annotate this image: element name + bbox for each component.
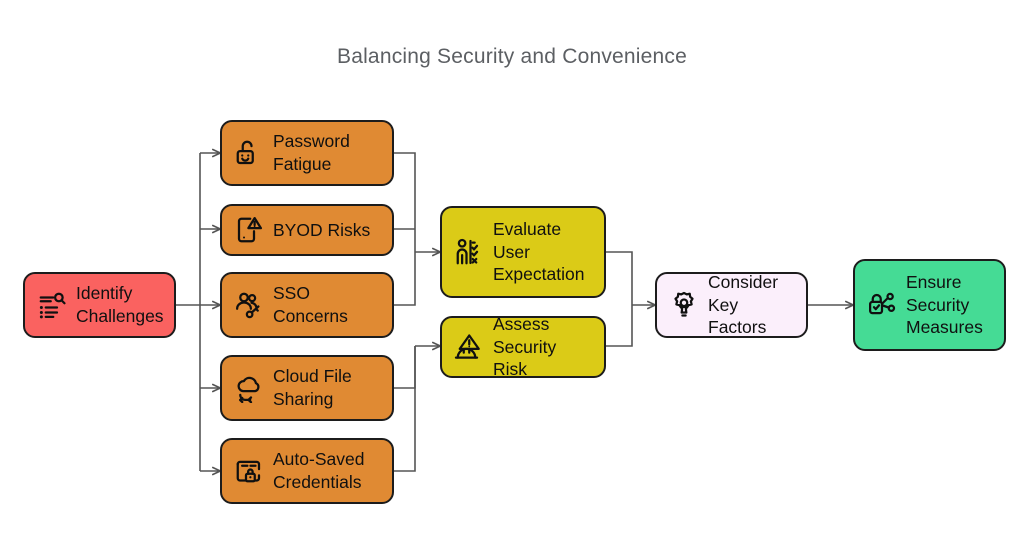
- edge-auto-saved-credentials-merge: [394, 346, 416, 472]
- cloud-sync-icon: [234, 373, 264, 403]
- node-label: Consider Key Factors: [708, 271, 779, 338]
- node-label: Auto-Saved Credentials: [273, 449, 365, 492]
- node-label: Identify Challenges: [76, 283, 164, 326]
- node-label: BYOD Risks: [273, 219, 371, 240]
- edge-cloud-file-sharing-merge: [394, 346, 416, 389]
- node-label: Assess Security Risk: [493, 313, 557, 380]
- node-label: Password Fatigue: [273, 131, 350, 174]
- lock-network-icon: [867, 290, 897, 320]
- node-cloud-file-sharing[interactable]: Cloud File Sharing: [220, 355, 394, 421]
- node-label: Evaluate User Expectation: [493, 218, 585, 285]
- warning-hardhat-icon: [454, 332, 484, 362]
- diagram-title: Balancing Security and Convenience: [336, 45, 688, 68]
- person-checklist-icon: [454, 237, 484, 267]
- node-label: SSO Concerns: [273, 283, 348, 326]
- node-label: Cloud File Sharing: [273, 366, 352, 409]
- edge-assess-to-consider: [606, 305, 633, 347]
- node-ensure-security-measures[interactable]: Ensure Security Measures: [853, 259, 1006, 351]
- node-byod-risks[interactable]: BYOD Risks: [220, 204, 394, 256]
- wallet-lock-icon: [234, 456, 264, 486]
- mobile-warning-icon: [234, 215, 264, 245]
- node-label: Ensure Security Measures: [906, 271, 983, 338]
- edge-evaluate-to-consider: [606, 251, 633, 305]
- node-identify-challenges[interactable]: Identify Challenges: [23, 272, 176, 338]
- node-evaluate-user-expectation[interactable]: Evaluate User Expectation: [440, 206, 606, 298]
- unlocked-padlock-smiley-icon: [234, 138, 264, 168]
- node-auto-saved-credentials[interactable]: Auto-Saved Credentials: [220, 438, 394, 504]
- node-consider-key-factors[interactable]: Consider Key Factors: [655, 272, 808, 338]
- node-assess-security-risk[interactable]: Assess Security Risk: [440, 313, 606, 380]
- gear-bulb-icon: [669, 290, 699, 320]
- edge-password-fatigue-merge: [394, 152, 416, 252]
- list-search-icon: [37, 290, 67, 320]
- node-password-fatigue[interactable]: Password Fatigue: [220, 120, 394, 186]
- node-sso-concerns[interactable]: SSO Concerns: [220, 272, 394, 338]
- edge-sso-concerns-merge: [394, 252, 416, 306]
- users-key-icon: [234, 290, 264, 320]
